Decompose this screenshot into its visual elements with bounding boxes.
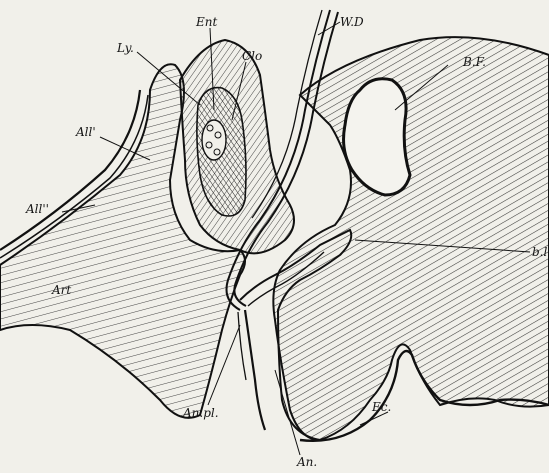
body-mesenchyme xyxy=(273,37,549,440)
label-ec: Ec. xyxy=(372,401,391,413)
label-ly: Ly. xyxy=(117,42,134,54)
label-all-double-prime: All'' xyxy=(26,203,49,215)
label-ent: Ent xyxy=(196,16,217,28)
label-art: Art xyxy=(52,284,71,296)
label-an-pl: An.pl. xyxy=(183,407,219,419)
label-clo: Clo xyxy=(242,50,262,62)
label-wd: W.D xyxy=(340,16,364,28)
label-an: An. xyxy=(297,456,317,468)
cloaca-lumen xyxy=(202,120,226,160)
label-all-prime: All' xyxy=(76,126,96,138)
anal-plate xyxy=(245,310,265,430)
label-bl: b.l xyxy=(532,246,547,258)
label-bf: B.F. xyxy=(463,56,486,68)
